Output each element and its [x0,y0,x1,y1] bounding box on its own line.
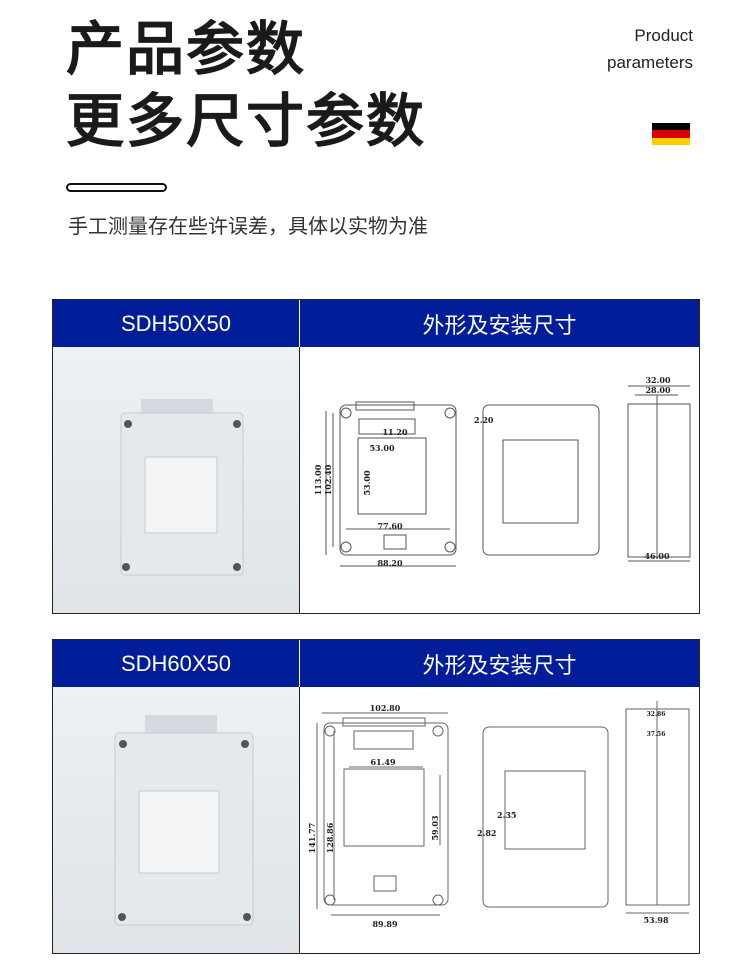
dim-width-total: 88.20 [377,558,402,568]
product-table-sdh50x50: SDH50X50 外形及安装尺寸 88.20 77.60 53.00 11.20 … [52,299,700,614]
product-table-sdh60x50: SDH60X50 外形及安装尺寸 102.80 61.49 141.77 128.… [52,639,700,954]
drawing-title: 外形及安装尺寸 [422,652,577,678]
dimension-drawing: 88.20 77.60 53.00 11.20 113.00 102.40 53… [300,347,700,613]
dim-height-total: 141.77 [307,823,317,854]
dim-top-outer: 32.00 [645,375,670,385]
page-title-line2: 更多尺寸参数 [66,87,427,155]
drawing-title: 外形及安装尺寸 [422,312,577,338]
measurement-note: 手工测量存在些许误差，具体以实物为准 [68,214,428,238]
dim-hole-height: 102.40 [323,464,333,495]
english-title: Product parameters [607,22,693,76]
dim-width-total: 102.80 [370,703,401,713]
dim-height-total: 113.00 [313,464,323,495]
dim-depth: 53.98 [643,915,668,925]
dim-top-inner: 28.00 [645,385,670,395]
dim-tab: 11.20 [382,427,407,437]
german-flag-icon [652,123,690,146]
product-photo [53,687,300,953]
dim-window-width: 53.00 [369,443,394,453]
dim-window-height: 59.03 [430,815,440,840]
page-title-line1: 产品参数 [66,15,307,83]
product-photo [53,347,300,613]
dim-hole-span: 77.60 [377,521,402,531]
model-label: SDH50X50 [53,300,300,347]
dim-hole-height: 128.86 [325,822,335,853]
decorative-pill [66,183,167,192]
dim-wall-a: 2.35 [497,810,516,820]
english-title-line1: Product [634,26,693,45]
dim-depth: 46.00 [644,551,669,561]
dim-top-inner: 37.56 [647,731,666,738]
dim-window-width: 61.49 [370,757,395,767]
dim-hole-span: 89.89 [372,919,397,929]
dim-top-outer: 32.86 [647,711,666,718]
dim-window-height: 53.00 [362,470,372,495]
dim-wall-b: 2.82 [477,828,496,838]
english-title-line2: parameters [607,53,693,72]
dimension-drawing: 102.80 61.49 141.77 128.86 59.03 2.35 2.… [300,687,700,953]
dim-wall: 2.20 [474,415,494,425]
model-label: SDH60X50 [53,640,300,687]
